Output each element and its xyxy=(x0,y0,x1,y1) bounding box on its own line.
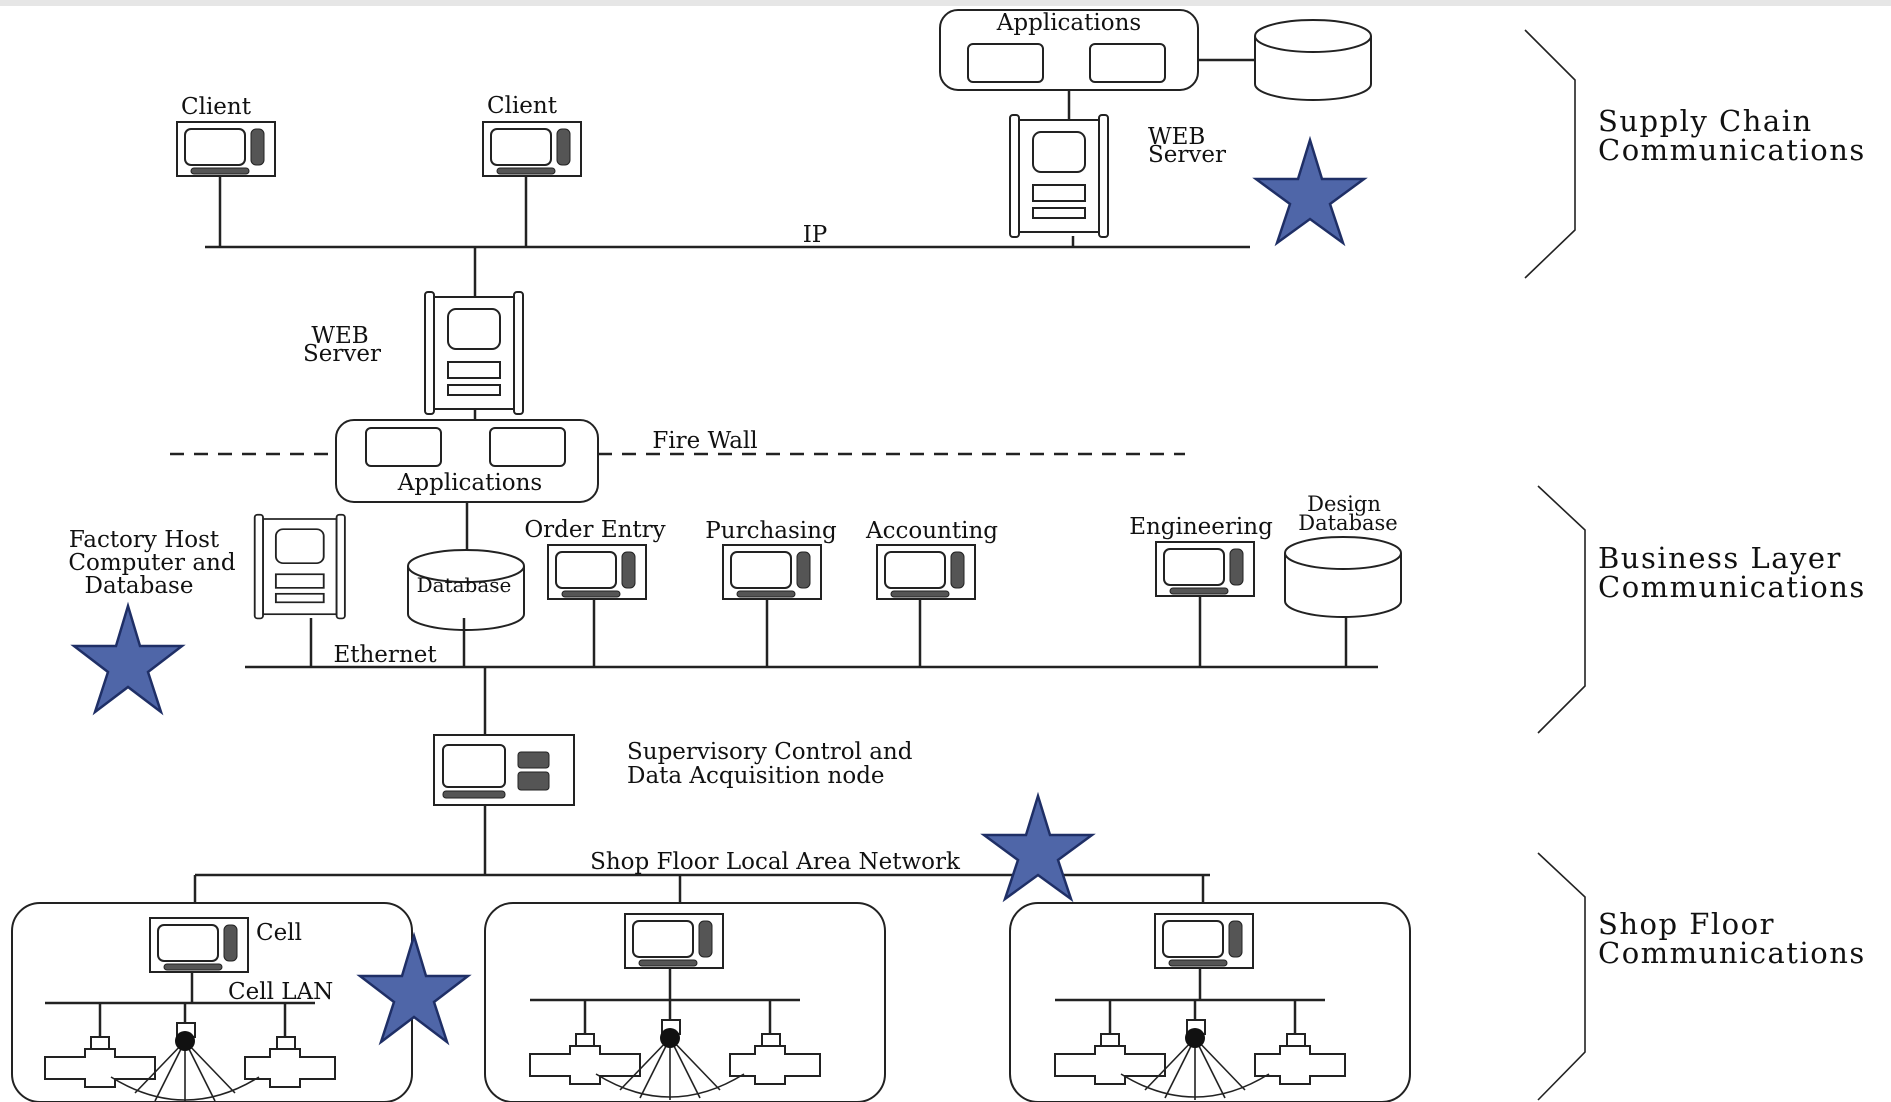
star-marker-icon xyxy=(70,601,186,716)
mid-web-server-icon xyxy=(424,291,524,415)
engineering-label: Engineering xyxy=(1129,514,1273,540)
top-web-server-icon xyxy=(1009,114,1109,238)
design-database-label-1: Design xyxy=(1307,492,1381,516)
business-layer-label-1: Business Layer xyxy=(1598,541,1842,575)
ip-label: IP xyxy=(803,222,828,248)
work-cell-2 xyxy=(484,902,886,1102)
database-label: Database xyxy=(417,573,512,597)
client-2-label: Client xyxy=(487,93,558,119)
supply-chain-label-1: Supply Chain xyxy=(1598,104,1813,138)
client-1-label: Client xyxy=(181,94,252,120)
order-entry-label: Order Entry xyxy=(524,517,665,543)
engineering-workstation-icon xyxy=(1155,541,1255,597)
factory-host-label-3: Database xyxy=(85,573,194,599)
shop-floor-lan-label: Shop Floor Local Area Network xyxy=(590,849,961,875)
cell-3-workstation-icon xyxy=(1154,913,1254,969)
shop-floor-label-1: Shop Floor xyxy=(1598,907,1775,941)
factory-host-label-1: Factory Host xyxy=(69,527,220,553)
shop-floor-label-2: Communications xyxy=(1598,936,1866,970)
cell-2-workstation-icon xyxy=(624,913,724,969)
fire-wall-label: Fire Wall xyxy=(652,428,757,454)
cell-1-workstation-icon xyxy=(149,917,249,973)
scada-node-icon xyxy=(433,734,575,806)
star-marker-icon xyxy=(1252,135,1368,247)
design-database-cylinder-icon xyxy=(1284,536,1402,618)
client-2-workstation-icon xyxy=(482,121,582,177)
top-web-server-label-1: WEB xyxy=(1148,124,1205,150)
accounting-workstation-icon xyxy=(876,544,976,600)
order-entry-workstation-icon xyxy=(547,544,647,600)
mid-web-server-label-2: Server xyxy=(303,341,381,367)
scada-label-2: Data Acquisition node xyxy=(627,763,885,789)
purchasing-label: Purchasing xyxy=(705,518,837,544)
work-cell-3 xyxy=(1009,902,1411,1102)
mid-applications-box: Applications xyxy=(335,419,599,503)
cell-lan-label: Cell LAN xyxy=(228,979,333,1005)
client-1-workstation-icon xyxy=(176,121,276,177)
top-applications-label: Applications xyxy=(996,10,1141,36)
ethernet-label: Ethernet xyxy=(333,642,437,668)
star-marker-icon xyxy=(356,931,472,1046)
design-database-label-2: Database xyxy=(1298,511,1397,535)
brace-icon xyxy=(1537,485,1586,734)
top-database-cylinder-icon xyxy=(1254,19,1372,101)
top-applications-box: Applications xyxy=(939,9,1199,91)
accounting-label: Accounting xyxy=(865,518,998,544)
star-marker-icon xyxy=(980,791,1096,903)
work-cell-1: Cell Cell LAN xyxy=(11,902,413,1102)
mid-applications-label: Applications xyxy=(397,470,542,496)
purchasing-workstation-icon xyxy=(722,544,822,600)
mid-web-server-label-1: WEB xyxy=(311,323,368,349)
brace-icon xyxy=(1524,29,1576,279)
factory-host-server-icon xyxy=(253,513,346,620)
business-layer-label-2: Communications xyxy=(1598,570,1866,604)
supply-chain-label-2: Communications xyxy=(1598,133,1866,167)
top-web-server-label-2: Server xyxy=(1148,142,1226,168)
factory-host-label-2: Computer and xyxy=(68,550,235,576)
scada-label-1: Supervisory Control and xyxy=(627,739,913,765)
cell-label: Cell xyxy=(256,920,302,946)
brace-icon xyxy=(1537,852,1586,1101)
